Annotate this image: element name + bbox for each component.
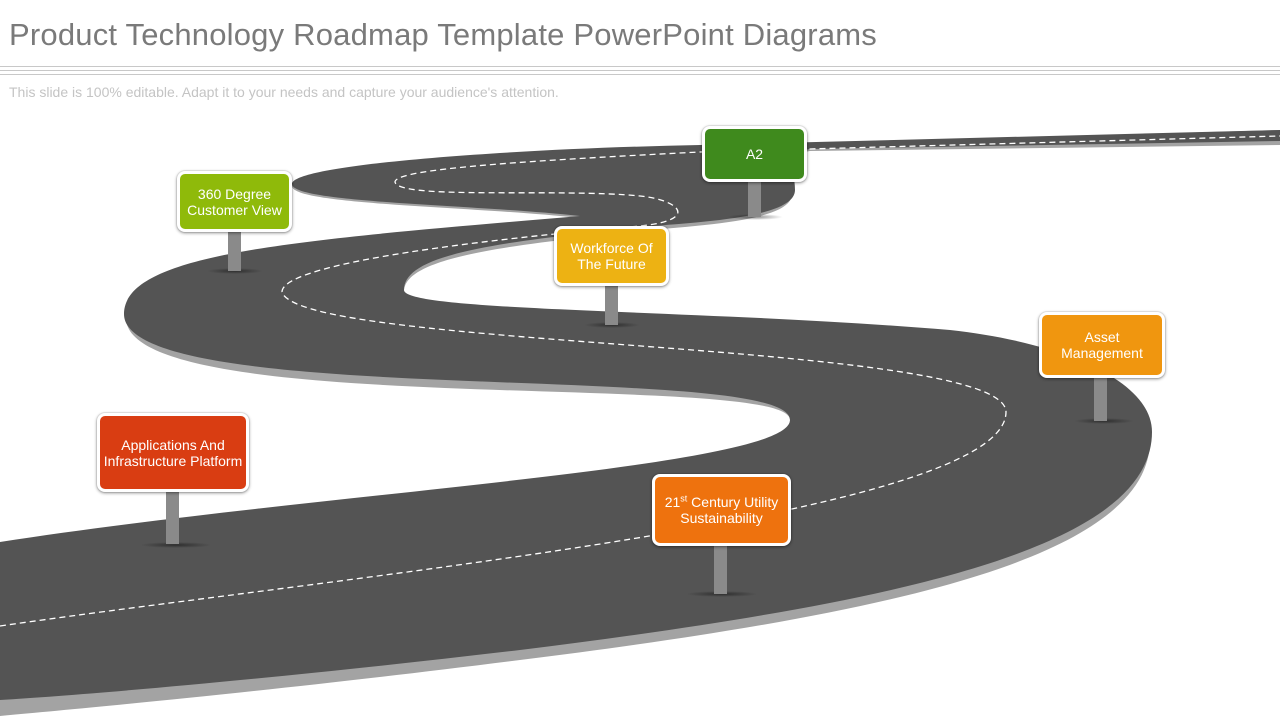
road-surface <box>0 130 1280 700</box>
sign-post <box>1094 374 1107 421</box>
sign-label: 360 Degree Customer View <box>187 185 282 218</box>
title-divider-top <box>0 66 1280 67</box>
post-shadow <box>207 268 263 274</box>
slide-title: Product Technology Roadmap Template Powe… <box>9 17 877 52</box>
sign-label: Workforce Of The Future <box>570 240 653 272</box>
slide-subtitle: This slide is 100% editable. Adapt it to… <box>9 84 559 100</box>
sign-post <box>748 178 761 217</box>
post-shadow <box>140 542 212 548</box>
sign-post <box>714 542 727 594</box>
sign-workforce-of-the-future: Workforce Of The Future <box>554 226 669 286</box>
sign-360-degree-customer-view: 360 Degree Customer View <box>177 171 292 232</box>
lane-marking <box>0 135 1280 627</box>
sign-applications-infrastructure-platform: Applications And Infrastructure Platform <box>97 413 249 492</box>
post-shadow <box>584 322 640 328</box>
sign-post <box>228 228 241 271</box>
sign-label: A2 <box>745 146 764 162</box>
sign-21st-century-utility-sustainability: 21st Century Utility Sustainability <box>652 474 791 546</box>
title-divider-third <box>0 74 1280 75</box>
sign-label: Applications And Infrastructure Platform <box>103 436 243 469</box>
sign-post <box>605 282 618 325</box>
sign-a2: A2 <box>702 126 807 182</box>
post-shadow <box>1074 418 1134 424</box>
post-shadow <box>686 591 758 597</box>
post-shadow <box>727 214 783 220</box>
sign-label: Asset Management <box>1061 329 1143 361</box>
title-divider-bottom <box>0 70 1280 71</box>
sign-post <box>166 488 179 544</box>
sign-asset-management: Asset Management <box>1039 312 1165 378</box>
sign-label: 21st Century Utility Sustainability <box>664 493 779 526</box>
